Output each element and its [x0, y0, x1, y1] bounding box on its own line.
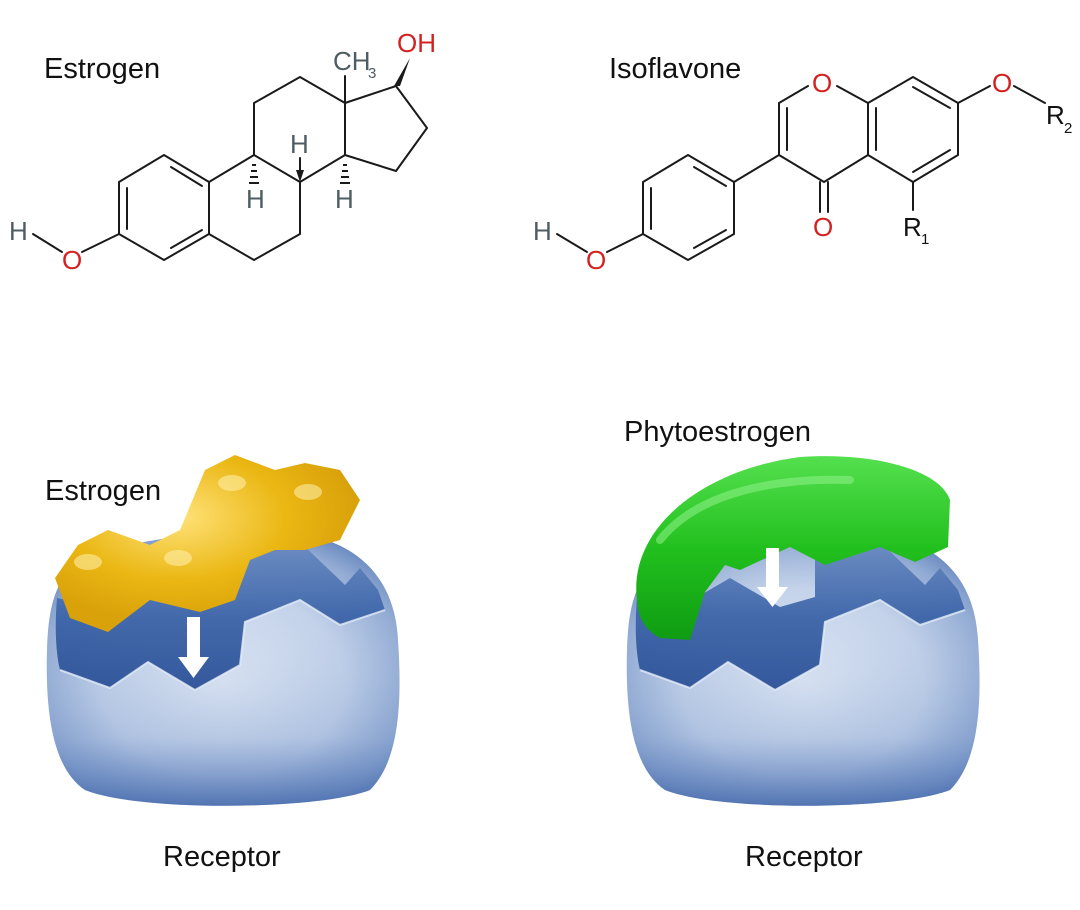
estrogen-o-label: O — [62, 245, 82, 275]
ligand-highlight — [74, 554, 102, 570]
phytoestrogen-receptor-panel: Phytoestrogen Receptor — [624, 416, 980, 873]
estrogen-h-bridge-right: H — [335, 184, 354, 214]
estrogen-structure: Estrogen H O CH 3 OH H H H — [9, 28, 436, 275]
estrogen-oh-label: OH — [397, 28, 436, 58]
receptor-right — [626, 531, 980, 806]
isoflavone-structure: Isoflavone H O O O O R 1 R 2 — [533, 53, 1072, 275]
ligand-highlight — [656, 475, 854, 544]
estrogen-ch3-label: CH — [333, 46, 371, 76]
isoflavone-h-label: H — [533, 216, 552, 246]
binding-arrow-left — [178, 617, 209, 678]
phytoestrogen-panel-label: Phytoestrogen — [624, 416, 811, 448]
isoflavone-r2-label: R — [1046, 100, 1065, 130]
estrogen-h-bridge-top: H — [290, 129, 309, 159]
isoflavone-o-left: O — [586, 245, 606, 275]
binding-arrow-right — [757, 548, 788, 607]
isoflavone-r1-subscript: 1 — [921, 231, 929, 248]
estrogen-h-label: H — [9, 216, 28, 246]
isoflavone-r2-subscript: 2 — [1064, 120, 1072, 137]
estrogen-panel-label: Estrogen — [45, 475, 161, 507]
isoflavone-o-ring: O — [812, 68, 832, 98]
isoflavone-title: Isoflavone — [609, 53, 741, 85]
isoflavone-r1-label: R — [903, 212, 922, 242]
estrogen-title: Estrogen — [44, 53, 160, 85]
receptor-left-label: Receptor — [163, 841, 281, 873]
estrogen-receptor-panel: Estrogen Receptor — [45, 455, 400, 873]
isoflavone-o-keto: O — [813, 212, 833, 242]
estrogen-h-bridge-left: H — [246, 184, 265, 214]
estrogen-ch3-subscript: 3 — [368, 65, 376, 82]
isoflavone-o-right: O — [992, 68, 1012, 98]
ligand-highlight — [218, 475, 246, 491]
receptor-right-label: Receptor — [745, 841, 863, 873]
estrogen-ligand — [55, 455, 360, 632]
phytoestrogen-ligand — [636, 456, 950, 640]
ligand-highlight — [164, 550, 192, 566]
ligand-highlight — [294, 484, 322, 500]
